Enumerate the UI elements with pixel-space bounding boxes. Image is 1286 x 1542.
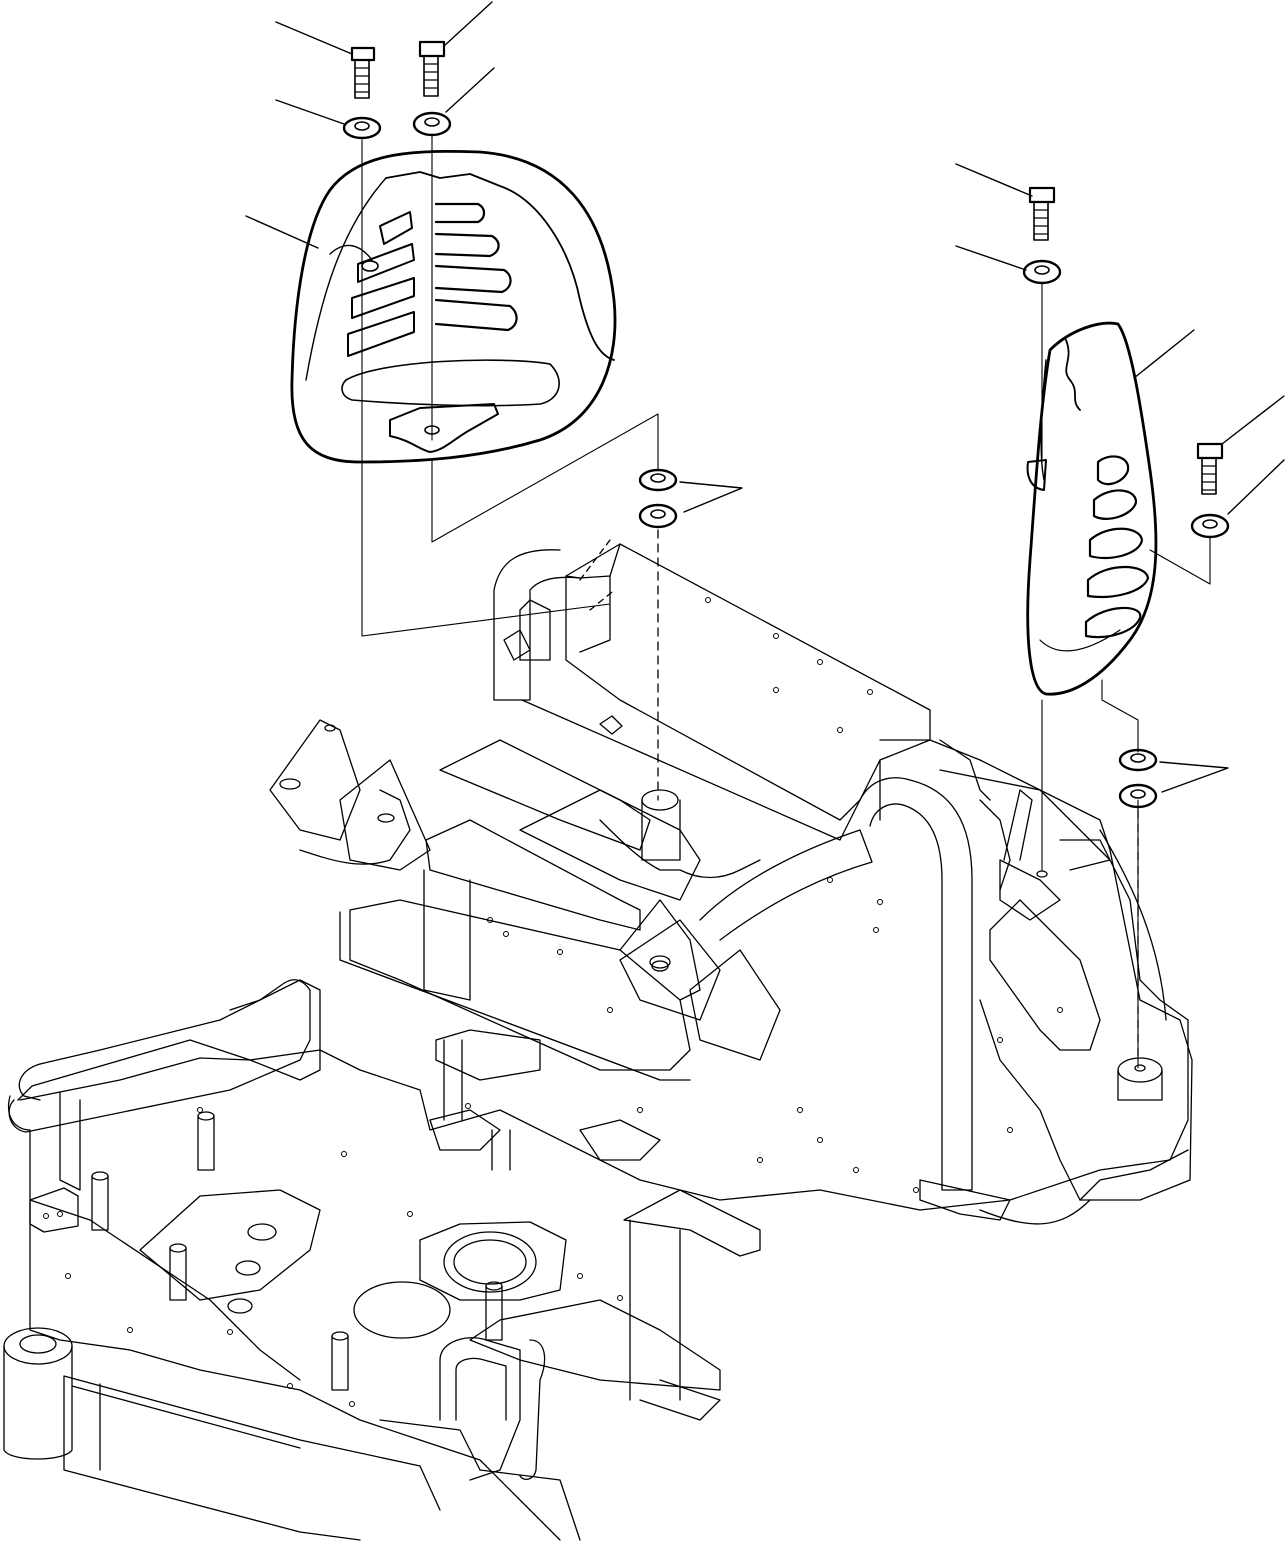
swing-motor-mount — [353, 1221, 567, 1339]
vent-slot — [434, 232, 500, 258]
standoff-post — [91, 1111, 503, 1391]
right-washer-2 — [1190, 513, 1230, 539]
vent-slot — [1084, 606, 1142, 639]
alignment-line — [1041, 283, 1211, 1069]
left-washer-2 — [412, 111, 452, 137]
right-washer-1 — [1022, 259, 1062, 285]
right-bolt-2 — [1196, 442, 1224, 495]
left-bolt-2 — [418, 40, 446, 97]
left-bolt-1 — [350, 46, 376, 99]
left-guard-cover — [290, 149, 617, 464]
left-spacer-washers — [638, 468, 743, 529]
left-guard-assembly — [245, 1, 743, 637]
right-spacer-washers — [1118, 748, 1229, 809]
vent-slot — [1088, 527, 1144, 560]
mounting-holes — [43, 597, 1063, 1407]
boom-pivot-boss — [3, 1327, 73, 1460]
vent-slot — [1096, 455, 1130, 486]
vent-slot — [434, 264, 512, 294]
vent-slot — [1086, 566, 1150, 599]
cab-support-frame — [269, 529, 1189, 1401]
alignment-line — [361, 133, 659, 637]
right-bolt-1 — [1028, 186, 1056, 241]
vent-slot — [347, 311, 415, 357]
vent-slot — [351, 277, 415, 319]
right-guard-assembly — [955, 163, 1285, 1069]
left-washer-1 — [342, 116, 382, 140]
vent-slot — [434, 298, 518, 332]
handrail-pipe — [439, 1337, 546, 1481]
vent-slot — [379, 211, 413, 245]
revolving-frame — [3, 529, 1193, 1541]
leader-line — [955, 163, 1285, 515]
vent-slot — [1092, 489, 1138, 520]
vent-slot — [434, 202, 486, 224]
vent-slot — [357, 243, 415, 283]
right-guard-cover — [1026, 321, 1158, 696]
leader-line — [245, 1, 495, 249]
